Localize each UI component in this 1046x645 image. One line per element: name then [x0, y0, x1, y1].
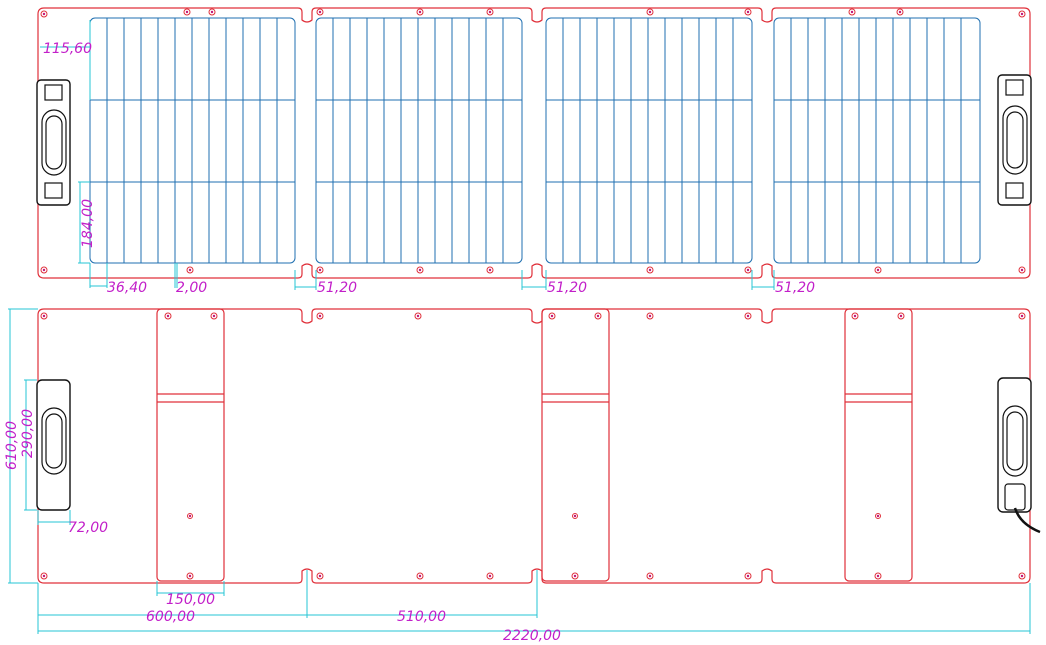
- dim-handle-height: 290,00: [20, 409, 36, 458]
- front-left-handle: [36, 79, 71, 206]
- back-view: 610,00 290,00 72,00 150,00 600,00 510,00…: [4, 308, 1041, 644]
- dim-strap-width: 150,00: [166, 592, 215, 608]
- front-solar-panel-3: [545, 17, 753, 264]
- cable: [1013, 507, 1041, 534]
- dim-panel-offset: 600,00: [146, 609, 195, 625]
- dim-panel-gap-3: 51,20: [775, 280, 815, 296]
- front-solar-panel-1: [89, 17, 296, 264]
- dim-panel-width: 510,00: [397, 609, 446, 625]
- dim-cell-pitch: 36,40: [107, 280, 147, 296]
- dim-total-width: 2220,00: [503, 628, 561, 644]
- back-strap-1: [156, 308, 225, 582]
- back-mounting-holes: [40, 312, 1026, 580]
- dim-back-height: 610,00: [4, 421, 20, 470]
- front-solar-panel-4: [773, 17, 981, 264]
- dim-panel-gap-2: 51,20: [547, 280, 587, 296]
- dim-cell-gap: 2,00: [176, 280, 207, 296]
- front-solar-panel-2: [315, 17, 523, 264]
- front-outline: [37, 7, 1031, 279]
- dim-handle-width: 72,00: [68, 520, 108, 536]
- back-strap-2: [541, 308, 610, 582]
- back-right-handle-with-cable: [997, 377, 1041, 534]
- back-strap-3: [844, 308, 913, 582]
- back-outline: [37, 308, 1031, 584]
- front-view: 115,60 184,00 36,40 2,00 51,20 51,20 51,…: [36, 7, 1032, 296]
- front-dimensions: 115,60 184,00 36,40 2,00 51,20 51,20 51,…: [40, 20, 815, 296]
- back-left-handle: [36, 379, 71, 511]
- front-right-handle: [997, 74, 1032, 206]
- dim-cell-width: 115,60: [43, 41, 92, 57]
- dim-cell-height: 184,00: [80, 199, 96, 248]
- dim-panel-gap-1: 51,20: [317, 280, 357, 296]
- back-dimensions: 610,00 290,00 72,00 150,00 600,00 510,00…: [4, 308, 1031, 644]
- front-mounting-holes: [40, 8, 1026, 274]
